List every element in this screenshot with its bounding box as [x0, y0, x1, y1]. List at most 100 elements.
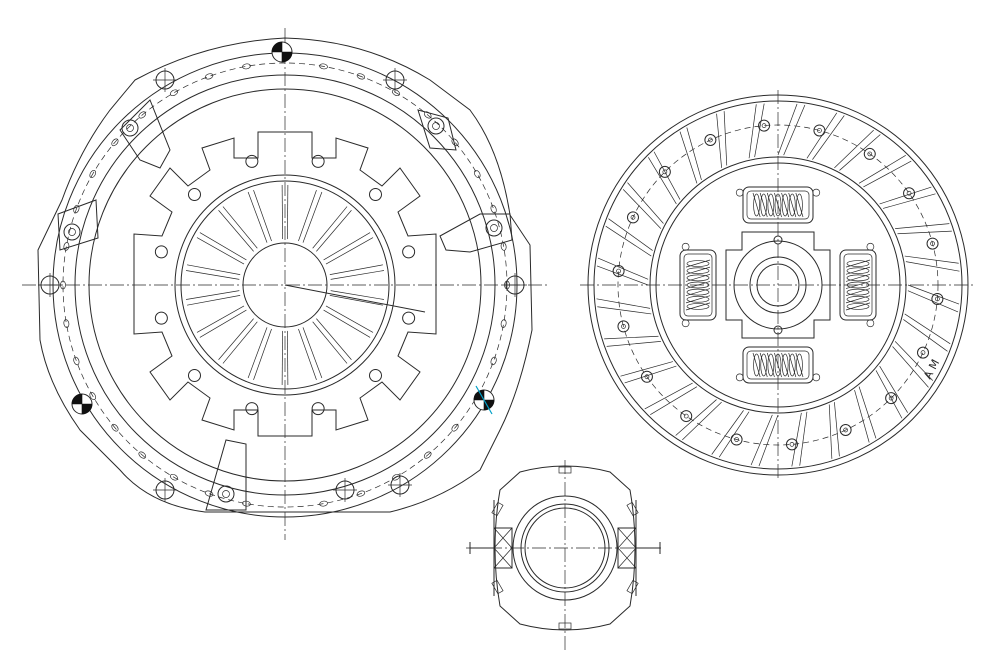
diaphragm-finger-slot [330, 290, 384, 300]
spring-coil-ring [760, 353, 768, 377]
hub-spline-bore [756, 263, 800, 307]
diaphragm-finger-slot [222, 206, 258, 249]
cover-rivet [356, 73, 366, 80]
diaphragm-finger-slot [298, 328, 317, 381]
spring-coil [752, 352, 761, 378]
spring-coil-ring [796, 193, 803, 217]
spring-coil-ring [796, 353, 803, 377]
spring-coil [685, 302, 711, 311]
spring-coil-ring [753, 353, 760, 377]
cover-inner-rim [74, 74, 496, 496]
spring-coil [685, 259, 711, 268]
spring-coil-ring [760, 193, 768, 217]
cover-rivet [423, 451, 432, 459]
diaphragm-hole [402, 245, 416, 259]
facing-groove [863, 160, 912, 188]
facing-rivet-center [867, 151, 873, 157]
facing-rivet [730, 433, 743, 446]
cover-rivet [89, 169, 97, 179]
facing-groove [834, 402, 840, 457]
cover-rivet [73, 356, 80, 366]
spring-coil-ring [788, 353, 796, 377]
strap-lug-top-right [417, 109, 457, 151]
diaphragm-hole [402, 311, 416, 325]
diaphragm-holes [154, 154, 416, 416]
spring-coil [795, 352, 804, 378]
spring-coil-ring [686, 281, 710, 289]
diaphragm-finger-slot [312, 206, 348, 249]
spring-coil-ring [846, 295, 870, 303]
facing-rivet [903, 187, 916, 200]
spring-coil [845, 288, 871, 297]
mounting-bosses [38, 68, 527, 502]
facing-rivet-center [621, 324, 626, 329]
facing-groove [834, 129, 874, 169]
facing-rivet-center [644, 374, 650, 380]
diaphragm-finger-slot [329, 295, 384, 306]
facing-rivet [885, 392, 898, 405]
bearing-outer-race [512, 495, 618, 601]
facing-groove [875, 370, 903, 419]
spring-coil [845, 259, 871, 268]
diaphragm-finger-ring [180, 180, 390, 390]
spring-coil-ring [846, 267, 870, 275]
facing-groove [686, 127, 702, 181]
facing-groove [596, 298, 651, 309]
spring-coil [759, 192, 768, 218]
facing-groove [895, 223, 950, 229]
facing-rivet-center [906, 190, 912, 196]
cover-rivet [319, 63, 328, 70]
facing-groove [905, 261, 960, 272]
damper-spring [839, 249, 877, 321]
spring-window-inner [746, 190, 810, 220]
facing-groove [799, 411, 808, 466]
diaphragm-finger-slot [312, 321, 348, 364]
facing-rivet [785, 438, 798, 451]
facing-groove [879, 365, 908, 413]
facing-rivet-center [935, 296, 940, 302]
strap-lug-left [57, 199, 99, 251]
pressure-plate-cover-outline [37, 37, 533, 513]
cover-rivet [473, 169, 481, 179]
spring-coil [685, 295, 711, 304]
facing-groove [679, 131, 698, 184]
facing-groove [653, 151, 681, 200]
spring-coil-ring [686, 274, 710, 282]
cover-rivet [111, 138, 119, 147]
facing-groove [828, 404, 833, 459]
leader-line [284, 284, 426, 313]
facing-rivet [917, 346, 930, 359]
facing-rivet [617, 320, 630, 333]
cover-rivet [138, 111, 147, 119]
bearing-notch [491, 501, 504, 517]
facing-groove [892, 346, 929, 388]
hub-body [733, 240, 823, 330]
spring-coil-ring [774, 193, 782, 217]
facing-rivet [680, 410, 693, 423]
facing-rivet-center [930, 241, 935, 246]
diaphragm-center-opening [242, 242, 328, 328]
bearing-notch [558, 466, 572, 474]
spring-coil [788, 352, 797, 378]
spring-coil-ring [686, 303, 710, 310]
facing-groove [903, 319, 948, 352]
hub-hole [866, 319, 875, 328]
cover-rivet [490, 204, 497, 214]
diaphragm-hole [245, 154, 259, 168]
spring-window-inner [683, 253, 713, 317]
pressure-ring-outer [88, 88, 482, 482]
cover-rivet [451, 138, 459, 147]
pressure-plate-assembly [22, 28, 548, 540]
spring-coil [795, 192, 804, 218]
cover-rivet [500, 319, 507, 328]
facing-groove [758, 414, 779, 467]
cover-rivet [391, 89, 401, 97]
facing-groove [624, 365, 677, 384]
facing-groove [879, 186, 932, 205]
spring-coil [752, 192, 761, 218]
bearing-clip-left [469, 527, 513, 569]
spring-window [839, 249, 877, 321]
hub-hole [681, 242, 690, 251]
balance-mark-right [473, 385, 495, 415]
